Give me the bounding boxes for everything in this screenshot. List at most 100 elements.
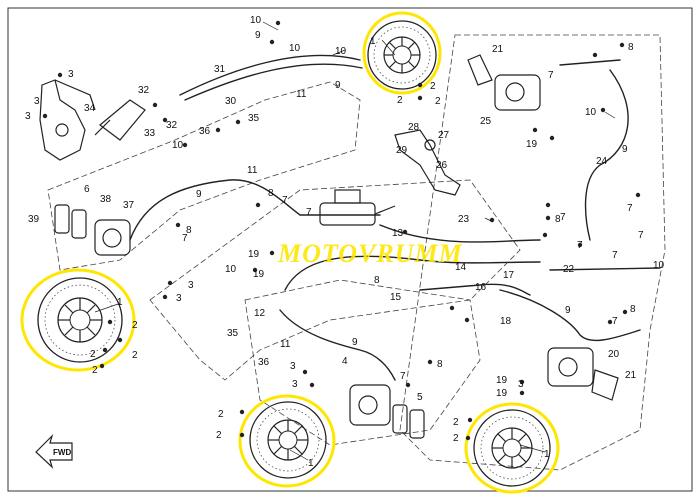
watermark: MOTOVRUMM	[277, 239, 463, 268]
fwd-label: FWD	[53, 448, 71, 457]
callout-29: 29	[396, 145, 408, 156]
hose-mid-long	[419, 283, 531, 296]
callout-20: 20	[608, 349, 620, 360]
assembly-outlines	[47, 34, 666, 471]
callout-19: 19	[526, 139, 538, 150]
callout-8: 8	[268, 188, 274, 199]
callout-7: 7	[577, 240, 583, 251]
callout-21: 21	[492, 44, 504, 55]
callout-3: 3	[176, 293, 182, 304]
callout-7: 7	[282, 195, 288, 206]
callout-23: 23	[458, 214, 470, 225]
callout-36: 36	[199, 126, 211, 137]
callout-31: 31	[214, 64, 226, 75]
diagram-frame	[7, 7, 693, 492]
callout-9: 9	[622, 144, 628, 155]
callout-25: 25	[480, 116, 492, 127]
callout-3: 3	[68, 69, 74, 80]
outline-lower	[244, 279, 481, 446]
callout-11: 11	[280, 339, 291, 350]
hose-center-mid	[284, 255, 541, 291]
callout-11: 11	[296, 89, 307, 100]
forward-arrow-icon: FWD	[35, 433, 73, 469]
callout-8: 8	[186, 225, 192, 236]
callout-27: 27	[438, 130, 450, 141]
highlight-disc-bottom-center	[238, 394, 336, 488]
hose-right-vertical	[584, 69, 629, 241]
brake-disc-bottom-center	[249, 401, 327, 479]
callout-35: 35	[248, 113, 260, 124]
callout-7: 7	[548, 70, 554, 81]
callout-34: 34	[84, 103, 96, 114]
callout-32: 32	[166, 120, 178, 131]
brake-lines	[129, 54, 661, 381]
callout-14: 14	[455, 262, 467, 273]
highlight-disc-bottom-right	[464, 402, 560, 494]
callout-26: 26	[436, 160, 448, 171]
callout-21: 21	[625, 370, 637, 381]
callout-9: 9	[565, 305, 571, 316]
callout-17: 17	[503, 270, 515, 281]
callout-8: 8	[630, 304, 636, 315]
callout-2: 2	[132, 320, 138, 331]
callout-36: 36	[258, 357, 270, 368]
callout-10: 10	[172, 140, 184, 151]
hose-left	[129, 179, 301, 241]
callout-2: 2	[90, 349, 96, 360]
brake-disc-top-center	[367, 20, 437, 90]
callout-9: 9	[255, 30, 261, 41]
callout-3: 3	[290, 361, 296, 372]
highlight-disc-left	[20, 268, 136, 372]
callout-7: 7	[182, 233, 188, 244]
callout-7: 7	[612, 316, 618, 327]
callout-3: 3	[34, 96, 40, 107]
callout-8: 8	[628, 42, 634, 53]
callout-1: 1	[117, 297, 123, 308]
callout-10: 10	[225, 264, 237, 275]
callout-1: 1	[544, 449, 550, 460]
callout-30: 30	[225, 96, 237, 107]
callout-9: 9	[352, 337, 358, 348]
callout-24: 24	[596, 156, 608, 167]
outline-center	[149, 179, 521, 381]
leader-lines	[94, 21, 616, 461]
caliper-lower-right	[547, 347, 619, 401]
caliper-rear-right	[467, 54, 541, 111]
callout-19: 19	[253, 269, 265, 280]
hose-top-right	[559, 59, 621, 66]
highlight-disc-top	[362, 11, 442, 95]
callout-6: 6	[84, 184, 90, 195]
master-cylinder-center	[319, 189, 396, 226]
callout-7: 7	[638, 230, 644, 241]
callout-13: 13	[392, 228, 404, 239]
bolts	[42, 20, 641, 441]
callout-2: 2	[397, 95, 403, 106]
callout-22: 22	[563, 264, 575, 275]
callout-2: 2	[453, 417, 459, 428]
callout-38: 38	[100, 194, 112, 205]
hose-rear-right	[499, 289, 641, 342]
callout-10: 10	[250, 15, 262, 26]
callout-19: 19	[496, 388, 508, 399]
caliper-lower-center	[349, 384, 425, 439]
callout-8: 8	[374, 275, 380, 286]
callout-7: 7	[612, 250, 618, 261]
callout-32: 32	[138, 85, 150, 96]
callout-2: 2	[218, 409, 224, 420]
callout-1: 1	[370, 36, 376, 47]
callout-9: 9	[335, 80, 341, 91]
callout-10: 10	[335, 46, 347, 57]
brake-disc-left	[37, 277, 123, 363]
callout-18: 18	[500, 316, 512, 327]
callout-35: 35	[227, 328, 239, 339]
callout-28: 28	[408, 122, 420, 133]
callout-7: 7	[627, 203, 633, 214]
brake-disc-bottom-right	[473, 409, 551, 487]
outline-front-left	[47, 81, 361, 271]
callout-19: 19	[248, 249, 260, 260]
hose-lower-left	[279, 309, 396, 381]
callout-37: 37	[123, 200, 135, 211]
hose-right-lower	[549, 267, 661, 271]
callout-3: 3	[292, 379, 298, 390]
